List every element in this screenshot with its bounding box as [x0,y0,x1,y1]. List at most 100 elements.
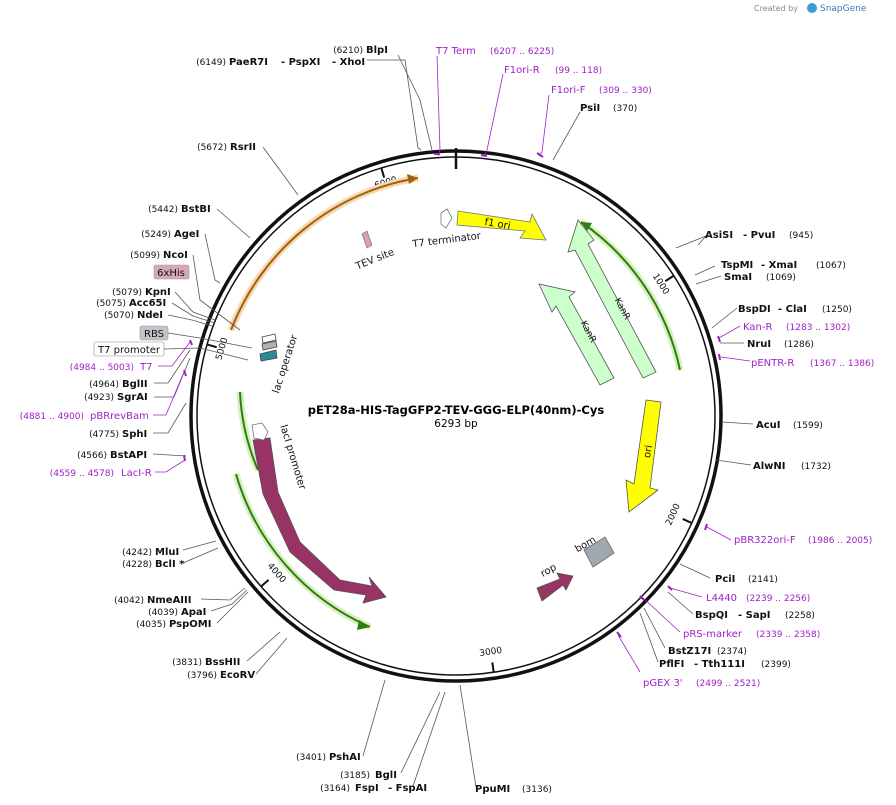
bp-tick-label-3000: 3000 [479,646,503,659]
bp-tick-4000 [260,579,270,588]
ncoi-pos: (5099) [130,251,160,261]
bp-tick-label-5000: 5000 [214,336,230,361]
t7-promoter-box [259,349,278,362]
bspqi-pos: (2258) [785,611,815,621]
bp-tick-5000 [206,343,217,349]
bp-tick-3000 [491,662,495,673]
tspmi-name: TspMI [721,260,753,271]
fspai-name: - FspAI [388,783,427,794]
bgli-pos: (3185) [340,771,370,781]
bgli-name: BglI [375,770,397,781]
prs-marker-name: pRS-marker [683,629,743,640]
paer7i-pos: (6149) [196,58,226,68]
tth111i-name: - Tth111I [694,659,745,670]
bstz17i-name: BstZ17I [668,646,711,657]
bspqi-name: BspQI [695,610,728,621]
brand-text: SnapGene [820,4,867,14]
kanr-outer-arc [580,221,681,371]
prs-marker-pos: (2339 .. 2358) [756,630,820,640]
green-arc-head-icon [581,222,592,231]
nmeaiii-name: NmeAIII [147,595,191,606]
f1ori-f-pos: (309 .. 330) [599,86,652,96]
xmai-name: - XmaI [761,260,797,271]
pspxi-name: - PspXI [281,57,320,68]
f1-ori-arrow [456,210,547,241]
psii-pos: (370) [613,104,637,114]
laci-outer-arc [235,473,371,628]
sphi-name: SphI [122,429,147,440]
bstapi-pos: (4566) [77,451,107,461]
f1ori-r-name: F1ori-R [504,65,540,76]
clai-name: - ClaI [778,304,807,315]
sapi-name: - SapI [738,610,770,621]
pspomi-name: PspOMI [169,619,211,630]
ppumi-pos: (3136) [522,785,552,795]
pflfi-name: PflFI [659,659,684,670]
sgrai-name: SgrAI [117,392,148,403]
snapgene-logo-icon [807,3,817,13]
ori-arrow [625,399,662,513]
t7-primer-pos: (4984 .. 5003) [70,363,134,373]
laci-promoter-outer-arc [239,391,259,471]
laci-promoter-label: lacI promoter [277,424,307,492]
xhoi-name: - XhoI [332,57,365,68]
pgex3-pos: (2499 .. 2521) [696,679,760,689]
t7term-name: T7 Term [435,46,476,57]
pbr322ori-f-name: pBR322ori-F [734,535,796,546]
asisi-name: AsiSI [705,230,733,241]
bspdi-name: BspDI [738,304,771,315]
bglii-name: BglII [122,379,148,390]
nrui-name: NruI [747,339,771,350]
leader-lines [152,54,754,788]
plasmid-name: pET28a-HIS-TagGFP2-TEV-GGG-ELP(40nm)-Cys [308,403,605,417]
bstapi-name: BstAPI [110,450,147,461]
pbr322ori-f-pos: (1986 .. 2005) [808,536,872,546]
bsshii-name: BssHII [205,657,240,668]
apai-name: ApaI [181,607,206,618]
laci-arrow [252,437,387,604]
tev-site-icon [361,230,373,249]
acui-name: AcuI [756,420,781,431]
tspmi-pos: (1067) [816,261,846,271]
pshai-name: PshAI [329,752,361,763]
apai-pos: (4039) [148,608,178,618]
l4440-name: L4440 [706,593,737,604]
ncoi-name: NcoI [163,250,188,261]
pspomi-pos: (4035) [136,620,166,630]
lac-operator-box [261,333,277,344]
bsshii-pos: (3831) [172,658,202,668]
fspi-name: FspI [355,783,379,794]
ppumi-name: PpuMI [475,784,510,795]
paer7i-name: PaeR7I [229,57,268,68]
green-bottom-head-icon [357,620,370,630]
laci-promoter-icon [251,422,269,441]
fspi-pos: (3164) [320,784,350,794]
bp-tick-6000 [380,167,386,178]
bstbi-name: BstBI [181,204,211,215]
primer-markers [183,152,721,638]
bstz17i-pos: (2374) [717,647,747,657]
pcii-pos: (2141) [748,575,778,585]
acc65i-name: Acc65I [129,298,166,309]
f1ori-f-name: F1ori-F [551,85,586,96]
sgrai-pos: (4923) [84,393,114,403]
pentr-r-name: pENTR-R [751,358,794,369]
alwni-pos: (1732) [801,462,831,472]
kan-r-name: Kan-R [743,322,772,333]
alwni-name: AlwNI [753,461,786,472]
psii-name: PsiI [580,103,600,114]
t7-primer-name: T7 [139,362,152,373]
kanr-arrow-a [567,219,657,379]
ori-label: ori [642,444,655,459]
bp-tick-label-2000: 2000 [664,502,683,527]
bom-box [583,536,615,568]
kan-r-pos: (1283 .. 1302) [786,323,850,333]
sphi-pos: (4775) [89,430,119,440]
rsrii-pos: (5672) [197,143,227,153]
his-tag-gfp-arc [230,177,419,331]
ndei-name: NdeI [137,310,163,321]
right-enzyme-labels: T7 Term (6207 .. 6225) F1ori-R (99 .. 11… [435,46,874,689]
f1-ori-label: f1 ori [484,217,512,232]
rop-arrow [536,572,574,602]
